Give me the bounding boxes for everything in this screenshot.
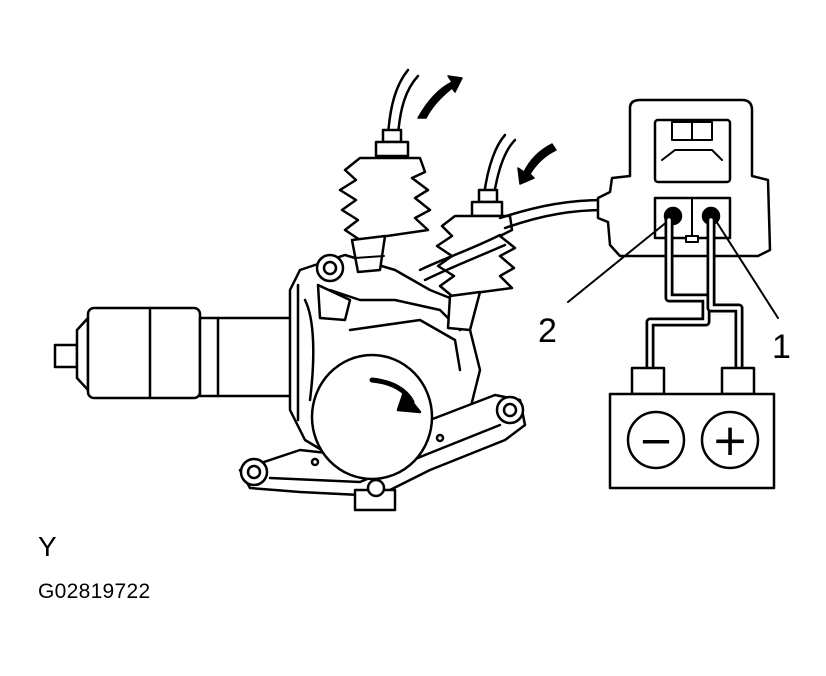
jumper-wires [645,215,744,373]
connector [596,98,772,258]
wire-harness [418,198,607,282]
leader-line-1 [715,220,779,319]
figure-code: G02819722 [38,580,151,603]
electric-motor [53,306,297,400]
cable-direction-arrow-down [517,143,557,185]
cable-boot-left [338,68,463,274]
callout-terminal-1: 1 [772,328,791,366]
callout-terminal-2: 2 [538,312,557,350]
battery-negative-terminal [626,410,686,470]
cable-boot-right [435,133,557,332]
drive-drum [310,353,434,481]
negative-symbol: − [638,416,673,465]
leader-line-2 [567,220,669,303]
view-letter: Y [38,531,57,562]
rotation-arrow [396,390,422,414]
battery: − + [608,366,776,490]
battery-positive-terminal [700,410,760,470]
cable-direction-arrow-up [417,75,463,119]
positive-symbol: + [712,415,749,466]
